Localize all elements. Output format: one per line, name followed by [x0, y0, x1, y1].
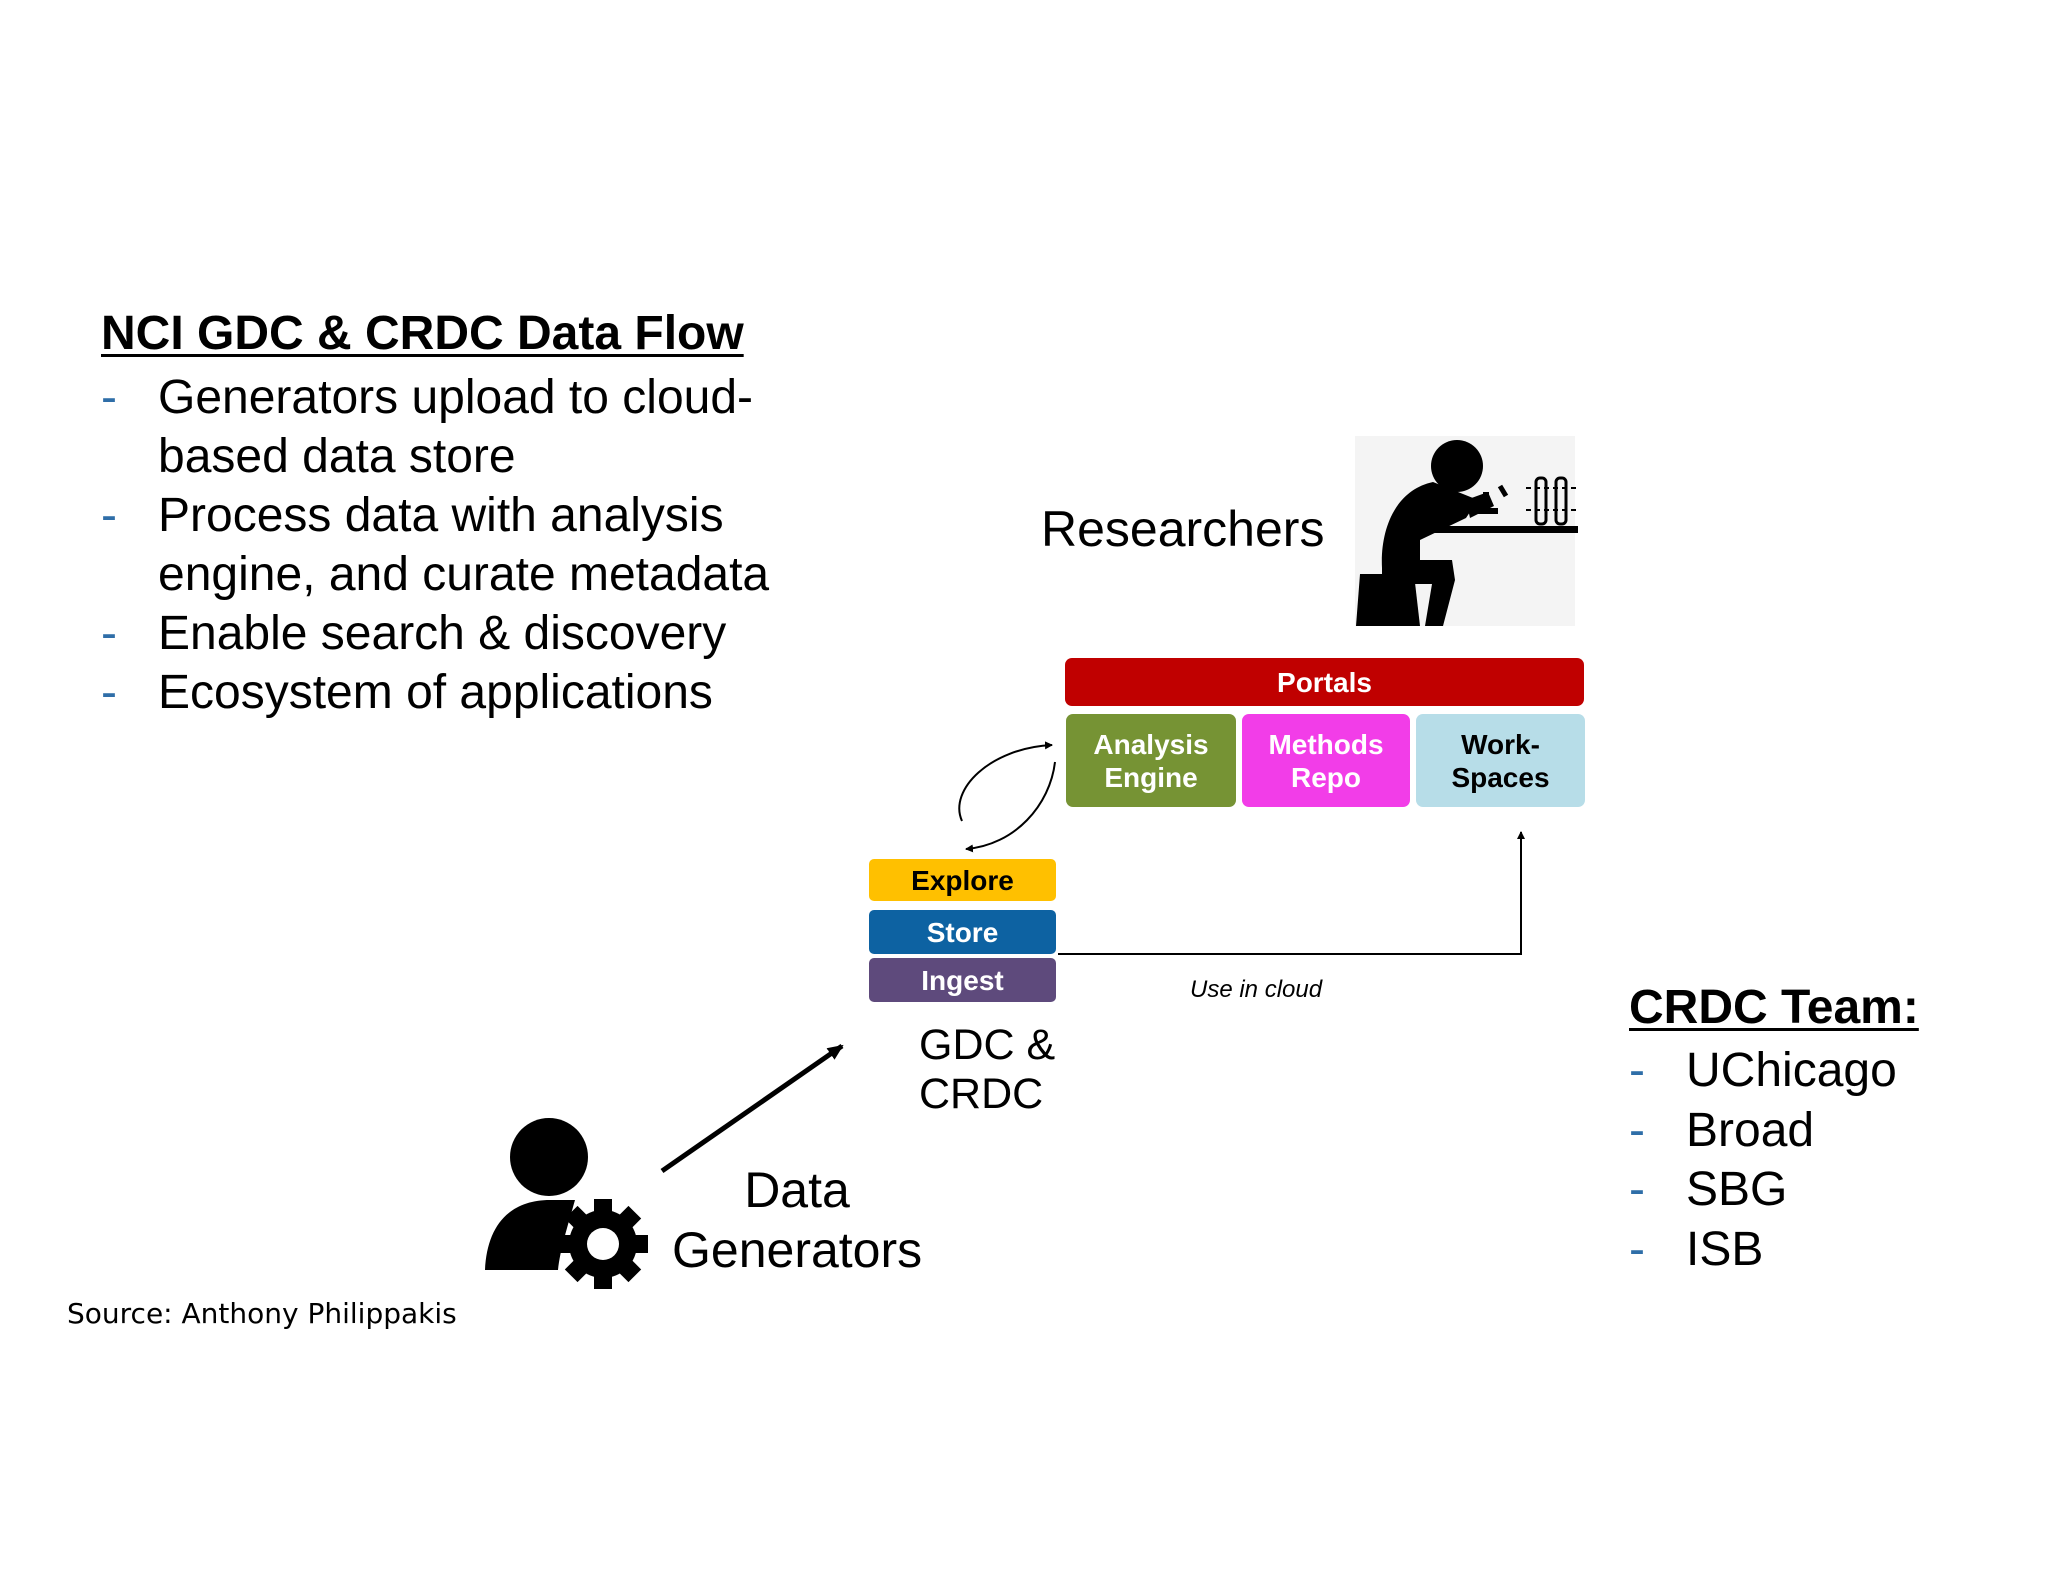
flow-bullet-list: -Generators upload to cloud-based data s… [101, 368, 841, 722]
bullet-dash: - [1629, 1222, 1645, 1276]
bullet-dash: - [1629, 1044, 1645, 1097]
data-generators-label: Data Generators [672, 1162, 923, 1278]
workspaces-label: Work-Spaces [1451, 728, 1550, 793]
portals-label: Portals [1277, 666, 1372, 698]
team-member: Broad [1686, 1103, 1815, 1157]
list-item: -Enable search & discovery [101, 604, 841, 663]
gdc-crdc-label: GDC & CRDC [919, 1021, 1056, 1118]
store-box: Store [869, 910, 1056, 954]
curved-arrow-down [965, 761, 1056, 853]
methods-repo-box: Methods Repo [1242, 714, 1410, 807]
list-item-text: Generators upload to cloud-based data st… [158, 371, 754, 483]
researchers-label: Researchers [1041, 501, 1325, 557]
explore-box: Explore [869, 859, 1056, 901]
curved-arrow-up [958, 741, 1053, 822]
source-credit: Source: Anthony Philippakis [67, 1297, 457, 1330]
list-item: -Generators upload to cloud-based data s… [101, 368, 841, 486]
crdc-team-title: CRDC Team: [1629, 981, 1919, 1034]
list-item-text: Enable search & discovery [158, 607, 727, 660]
bullet-dash: - [101, 607, 117, 660]
upload-arrow [660, 1043, 844, 1174]
list-item: -Ecosystem of applications [101, 663, 841, 722]
bullet-dash: - [101, 371, 117, 424]
bullet-dash: - [101, 666, 117, 719]
store-label: Store [926, 916, 999, 948]
list-item: -SBG [1629, 1160, 1897, 1220]
ingest-box: Ingest [869, 958, 1056, 1002]
team-member: UChicago [1686, 1044, 1897, 1097]
user-gear-icon [485, 1118, 648, 1289]
team-member: SBG [1686, 1163, 1788, 1216]
researcher-microscope-icon [1355, 436, 1578, 626]
list-item: -ISB [1629, 1220, 1897, 1280]
portals-box: Portals [1065, 658, 1584, 706]
bullet-dash: - [101, 489, 117, 542]
use-in-cloud-label: Use in cloud [1190, 976, 1323, 1003]
analysis-engine-box: Analysis Engine [1066, 714, 1236, 807]
use-in-cloud-arrow [1058, 831, 1525, 955]
crdc-team-list: -UChicago -Broad -SBG -ISB [1629, 1041, 1897, 1279]
list-item-text: Process data with analysis engine, and c… [158, 489, 770, 601]
list-item: -UChicago [1629, 1041, 1897, 1101]
bullet-dash: - [1629, 1163, 1645, 1216]
flow-title: NCI GDC & CRDC Data Flow [101, 307, 744, 360]
explore-label: Explore [911, 864, 1014, 896]
list-item: -Process data with analysis engine, and … [101, 486, 841, 604]
methods-repo-label: Methods Repo [1268, 728, 1384, 793]
list-item: -Broad [1629, 1101, 1897, 1161]
team-member: ISB [1686, 1222, 1764, 1276]
list-item-text: Ecosystem of applications [158, 666, 713, 719]
analysis-engine-label: Analysis Engine [1093, 728, 1209, 793]
workspaces-box: Work-Spaces [1416, 714, 1585, 807]
bullet-dash: - [1629, 1103, 1645, 1157]
ingest-label: Ingest [921, 964, 1004, 996]
